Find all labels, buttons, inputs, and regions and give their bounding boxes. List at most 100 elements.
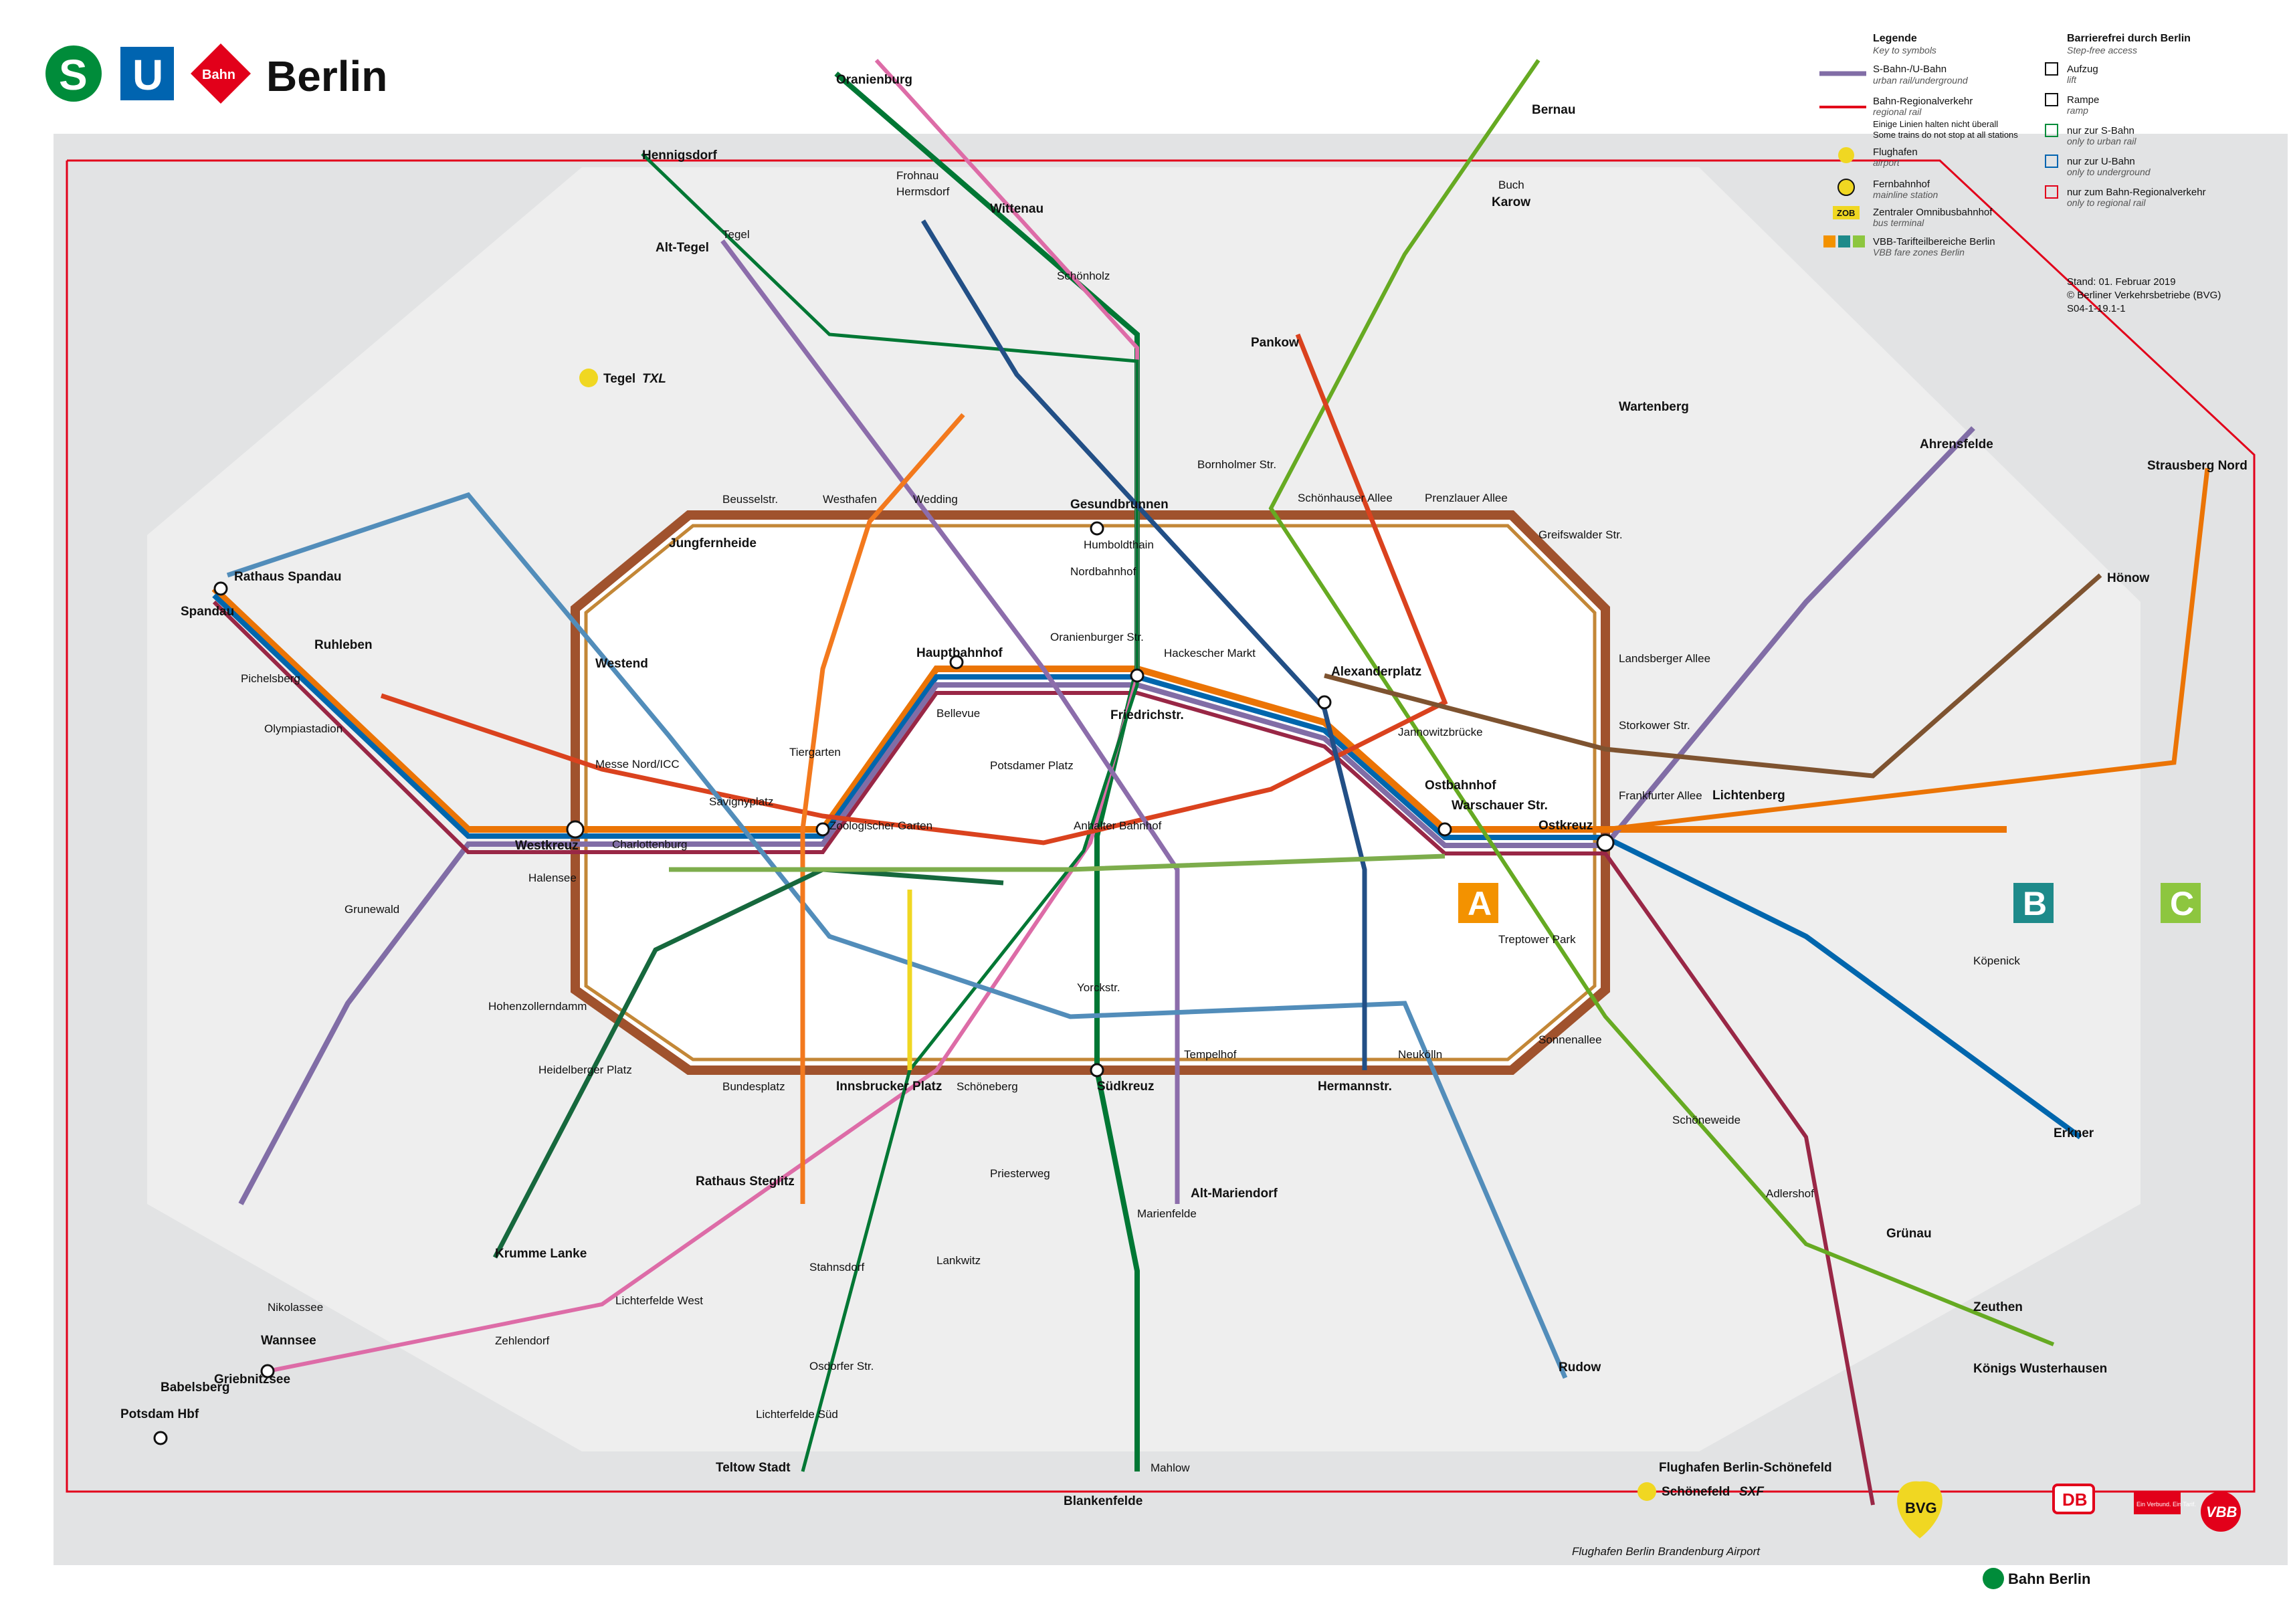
station-label[interactable]: Yorckstr. [1077,981,1120,994]
station-label[interactable]: Pichelsberg [241,672,300,685]
station-label[interactable]: Olympiastadion [264,722,342,735]
station-marker[interactable] [213,581,228,596]
station-label[interactable]: Lankwitz [936,1254,981,1267]
station-label[interactable]: Schöneberg [957,1080,1018,1093]
station-label[interactable]: Krumme Lanke [495,1247,587,1261]
station-label[interactable]: Sonnenallee [1538,1033,1602,1046]
station-label[interactable]: Zeuthen [1973,1300,2023,1314]
station-marker[interactable] [1437,822,1452,837]
station-label[interactable]: Lichterfelde Süd [756,1408,838,1421]
station-label[interactable]: Frohnau [896,169,938,182]
airport-code[interactable]: TXL [642,372,666,386]
station-marker[interactable] [1090,521,1104,536]
station-label[interactable]: Jannowitzbrücke [1398,726,1483,738]
station-label[interactable]: Schönhauser Allee [1298,492,1393,504]
station-label[interactable]: Ostbahnhof [1425,779,1496,793]
station-label[interactable]: Alt-Mariendorf [1191,1187,1278,1201]
station-label[interactable]: Friedrichstr. [1110,708,1184,722]
airport-name[interactable]: Tegel [603,372,635,386]
station-label[interactable]: Landsberger Allee [1619,652,1710,665]
station-label[interactable]: Zehlendorf [495,1334,550,1347]
airport-name[interactable]: Schönefeld [1662,1485,1730,1499]
station-marker[interactable] [815,822,830,837]
station-label[interactable]: Grunewald [344,903,399,916]
station-label[interactable]: Tempelhof [1184,1048,1237,1061]
station-label[interactable]: Wartenberg [1619,400,1689,414]
station-label[interactable]: Schönholz [1057,270,1110,282]
station-label[interactable]: Strausberg Nord [2147,459,2248,473]
station-label[interactable]: Anhalter Bahnhof [1074,819,1162,832]
station-label[interactable]: Hennigsdorf [642,148,718,163]
station-label[interactable]: Rathaus Steglitz [696,1175,795,1189]
station-label[interactable]: Hohenzollerndamm [488,1000,587,1013]
station-label[interactable]: Wittenau [990,202,1043,216]
station-label[interactable]: Mahlow [1151,1461,1190,1474]
station-label[interactable]: Treptower Park [1498,933,1576,946]
station-label[interactable]: Hauptbahnhof [916,646,1003,660]
station-label[interactable]: Königs Wusterhausen [1973,1362,2107,1376]
station-label[interactable]: Blankenfelde [1064,1494,1142,1508]
station-label[interactable]: Neukölln [1398,1048,1442,1061]
station-label[interactable]: Marienfelde [1137,1207,1197,1220]
station-label[interactable]: Westhafen [823,493,877,506]
station-marker[interactable] [260,1364,275,1379]
station-label[interactable]: Potsdam Hbf [120,1407,199,1421]
station-label[interactable]: Prenzlauer Allee [1425,492,1508,504]
station-label[interactable]: Wedding [913,493,958,506]
station-marker[interactable] [153,1431,168,1445]
station-marker[interactable] [1596,833,1615,852]
station-label[interactable]: Bundesplatz [722,1080,785,1093]
station-label[interactable]: Flughafen Berlin-Schönefeld [1659,1461,1832,1475]
station-label[interactable]: Bernau [1532,103,1575,117]
station-label[interactable]: Lichtenberg [1712,789,1785,803]
station-label[interactable]: Potsdamer Platz [990,759,1074,772]
station-marker[interactable] [566,820,585,839]
station-label[interactable]: Grünau [1886,1227,1932,1241]
station-marker[interactable] [1317,695,1332,710]
station-label[interactable]: Gesundbrunnen [1070,498,1169,512]
station-label[interactable]: Adlershof [1766,1187,1814,1200]
station-label[interactable]: Oranienburg [836,73,912,87]
station-label[interactable]: Hermannstr. [1318,1080,1392,1094]
station-label[interactable]: Osdorfer Str. [809,1360,874,1373]
station-label[interactable]: Humboldthain [1084,538,1154,551]
station-label[interactable]: Heidelberger Platz [538,1063,632,1076]
station-label[interactable]: Rudow [1559,1360,1601,1375]
station-label[interactable]: Lichterfelde West [615,1294,703,1307]
station-label[interactable]: Stahnsdorf [809,1261,864,1274]
station-label[interactable]: Ostkreuz [1538,819,1593,833]
station-label[interactable]: Halensee [528,872,577,884]
station-marker[interactable] [1090,1063,1104,1078]
station-label[interactable]: Karow [1492,195,1530,209]
station-label[interactable]: Beusselstr. [722,493,778,506]
station-label[interactable]: Buch [1498,179,1524,191]
station-label[interactable]: Erkner [2054,1126,2094,1140]
station-label[interactable]: Greifswalder Str. [1538,528,1623,541]
station-label[interactable]: Südkreuz [1097,1080,1155,1094]
station-label[interactable]: Storkower Str. [1619,719,1690,732]
station-label[interactable]: Frankfurter Allee [1619,789,1702,802]
station-label[interactable]: Wannsee [261,1334,316,1348]
station-label[interactable]: Alexanderplatz [1331,665,1421,679]
airport-code[interactable]: SXF [1739,1485,1765,1499]
station-label[interactable]: Schöneweide [1672,1114,1740,1126]
station-marker[interactable] [949,655,964,670]
station-label[interactable]: Westkreuz [515,839,579,853]
station-label[interactable]: Innsbrucker Platz [836,1080,942,1094]
station-label[interactable]: Bellevue [936,707,980,720]
airport-name[interactable]: Flughafen Berlin Brandenburg Airport [1572,1545,1761,1558]
station-label[interactable]: Tiergarten [789,746,841,758]
station-label[interactable]: Köpenick [1973,954,2020,967]
station-marker[interactable] [1130,668,1144,683]
station-label[interactable]: Oranienburger Str. [1050,631,1144,643]
station-label[interactable]: Spandau [181,605,234,619]
station-label[interactable]: Tegel [722,228,750,241]
station-label[interactable]: Rathaus Spandau [234,570,341,584]
station-label[interactable]: Zoologischer Garten [829,819,932,832]
station-label[interactable]: Babelsberg [161,1381,229,1395]
station-label[interactable]: Bornholmer Str. [1197,458,1276,471]
station-label[interactable]: Hönow [2107,571,2150,585]
station-label[interactable]: Nordbahnhof [1070,565,1136,578]
station-label[interactable]: Ahrensfelde [1920,437,1993,451]
station-label[interactable]: Pankow [1251,336,1299,350]
